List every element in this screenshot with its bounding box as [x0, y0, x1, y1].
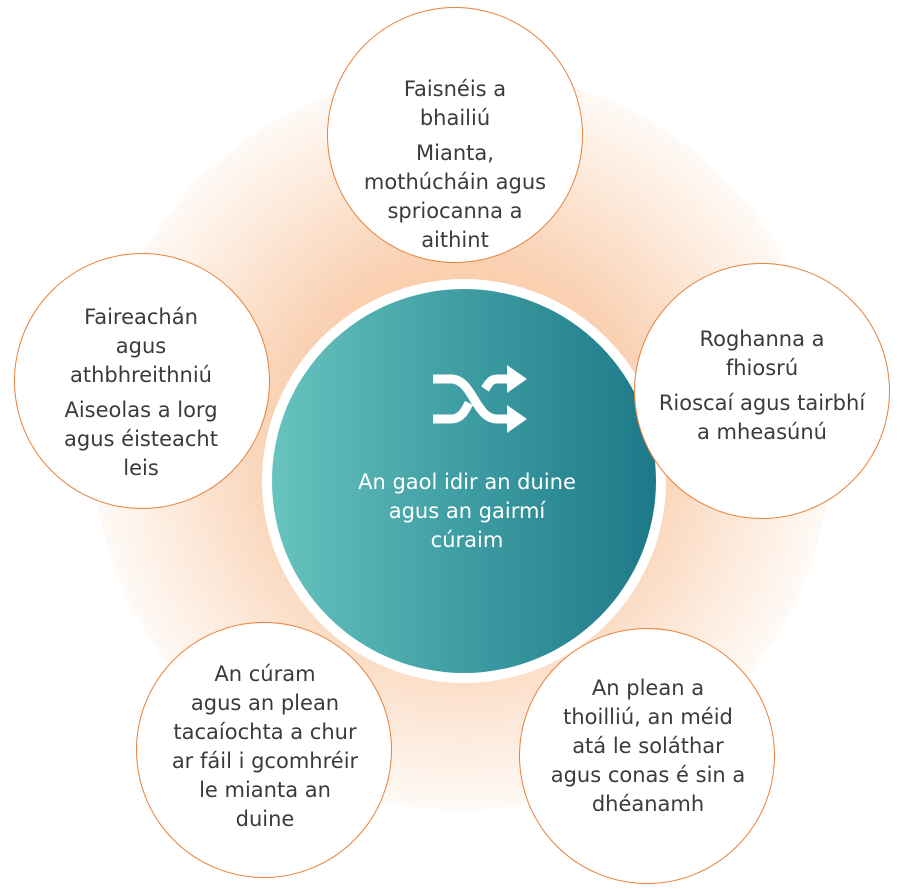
- node-detail-line: leis: [123, 456, 159, 480]
- node-top-text: Faisnéis a bhailiú Mianta, mothúcháin ag…: [347, 75, 563, 255]
- node-heading-line: agus an plean: [190, 691, 340, 715]
- node-bottom-left-circle: [136, 622, 392, 878]
- node-heading-line: tacaíochta a chur: [173, 720, 357, 744]
- node-bottom-right-text: An plean a thoilliú, an méid atá le solá…: [537, 674, 759, 819]
- center-label-line: An gaol idir an duine: [358, 470, 576, 494]
- node-right-circle: [634, 263, 890, 519]
- node-heading-line: Roghanna a: [699, 327, 825, 351]
- node-heading-line: dhéanamh: [591, 792, 705, 816]
- node-heading-line: An cúram: [214, 662, 316, 686]
- node-detail-line: Rioscaí agus tairbhí: [658, 391, 866, 415]
- node-heading-line: An plean a: [591, 676, 705, 700]
- node-heading-line: Faisnéis a: [403, 77, 507, 101]
- node-left-circle: [14, 253, 270, 509]
- node-detail-line: Mianta,: [416, 141, 494, 165]
- node-heading-line: Faireachán: [84, 305, 198, 329]
- center-label: An gaol idir an duine agus an gairmí cúr…: [322, 468, 612, 555]
- node-heading-line: athbhreithniú: [70, 363, 212, 387]
- node-heading-line: ar fáil i gcomhréir: [171, 749, 359, 773]
- node-detail-line: agus éisteacht: [64, 427, 218, 451]
- node-top-circle: [327, 7, 583, 263]
- node-detail-line: Aiseolas a lorg: [64, 398, 218, 422]
- node-heading-line: bhailiú: [419, 106, 491, 130]
- node-heading-line: agus conas é sin a: [550, 763, 746, 787]
- node-heading-line: agus: [115, 334, 167, 358]
- center-circle: [272, 289, 656, 673]
- node-detail-line: aithint: [421, 228, 489, 252]
- node-bottom-right-circle: [519, 628, 775, 884]
- node-heading-line: atá le soláthar: [572, 734, 724, 758]
- center-label-line: cúraim: [430, 528, 504, 552]
- node-heading-line: le mianta an: [199, 778, 331, 802]
- node-detail-line: a mheasúnú: [697, 420, 827, 444]
- center-label-line: agus an gairmí: [388, 499, 546, 523]
- node-bottom-left-text: An cúram agus an plean tacaíochta a chur…: [154, 660, 376, 834]
- node-left-text: Faireachán agus athbhreithniú Aiseolas a…: [30, 303, 252, 483]
- node-heading-line: fhiosrú: [725, 356, 799, 380]
- node-heading-line: duine: [235, 807, 295, 831]
- node-detail-line: spriocanna a: [387, 199, 523, 223]
- node-right-text: Roghanna a fhiosrú Rioscaí agus tairbhí …: [648, 325, 876, 447]
- node-detail-line: mothúcháin agus: [363, 170, 547, 194]
- node-heading-line: thoilliú, an méid: [563, 705, 733, 729]
- shuffle-icon: [433, 365, 527, 433]
